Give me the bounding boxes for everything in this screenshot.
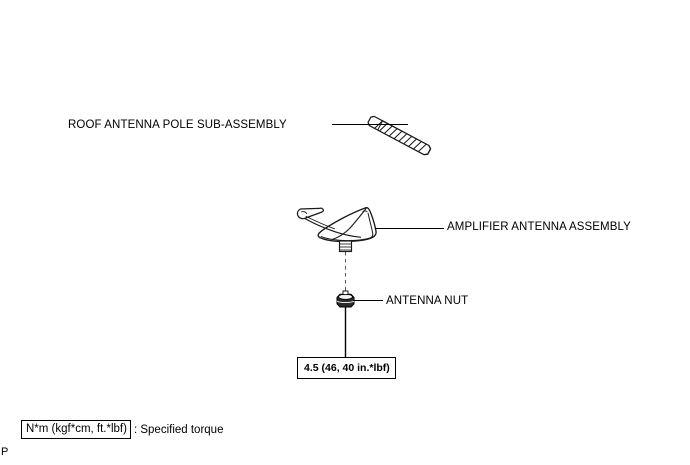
antenna-nut-part bbox=[336, 290, 355, 308]
antenna-pole-body bbox=[367, 115, 432, 156]
antenna-nut-band bbox=[336, 300, 355, 304]
label-antenna-nut: ANTENNA NUT bbox=[386, 295, 469, 307]
legend-units-box: N*m (kgf*cm, ft.*lbf) bbox=[21, 420, 131, 439]
roof-antenna-pole-part bbox=[367, 115, 432, 156]
label-roof-antenna-pole: ROOF ANTENNA POLE SUB-ASSEMBLY bbox=[68, 119, 287, 131]
amplifier-harness-arm-inner bbox=[305, 215, 335, 230]
amplifier-connector-notch bbox=[301, 211, 308, 214]
legend-description: : Specified torque bbox=[133, 423, 224, 436]
amplifier-antenna-part bbox=[296, 206, 377, 253]
amplifier-fin-body bbox=[317, 206, 377, 243]
torque-callout-box: 4.5 (46, 40 in.*lbf) bbox=[297, 357, 396, 379]
antenna-nut-stud-stub bbox=[342, 290, 349, 296]
legend: N*m (kgf*cm, ft.*lbf) : Specified torque bbox=[21, 420, 223, 439]
antenna-pole-threads bbox=[374, 120, 427, 153]
amplifier-stud bbox=[338, 240, 353, 253]
amplifier-connector-tab bbox=[296, 207, 325, 220]
label-amplifier-antenna-assembly: AMPLIFIER ANTENNA ASSEMBLY bbox=[447, 221, 631, 233]
amplifier-top-boss bbox=[362, 210, 368, 213]
amplifier-harness-arm bbox=[304, 218, 362, 238]
page-corner-mark: P bbox=[1, 446, 9, 458]
amplifier-fin-crease bbox=[331, 207, 367, 241]
